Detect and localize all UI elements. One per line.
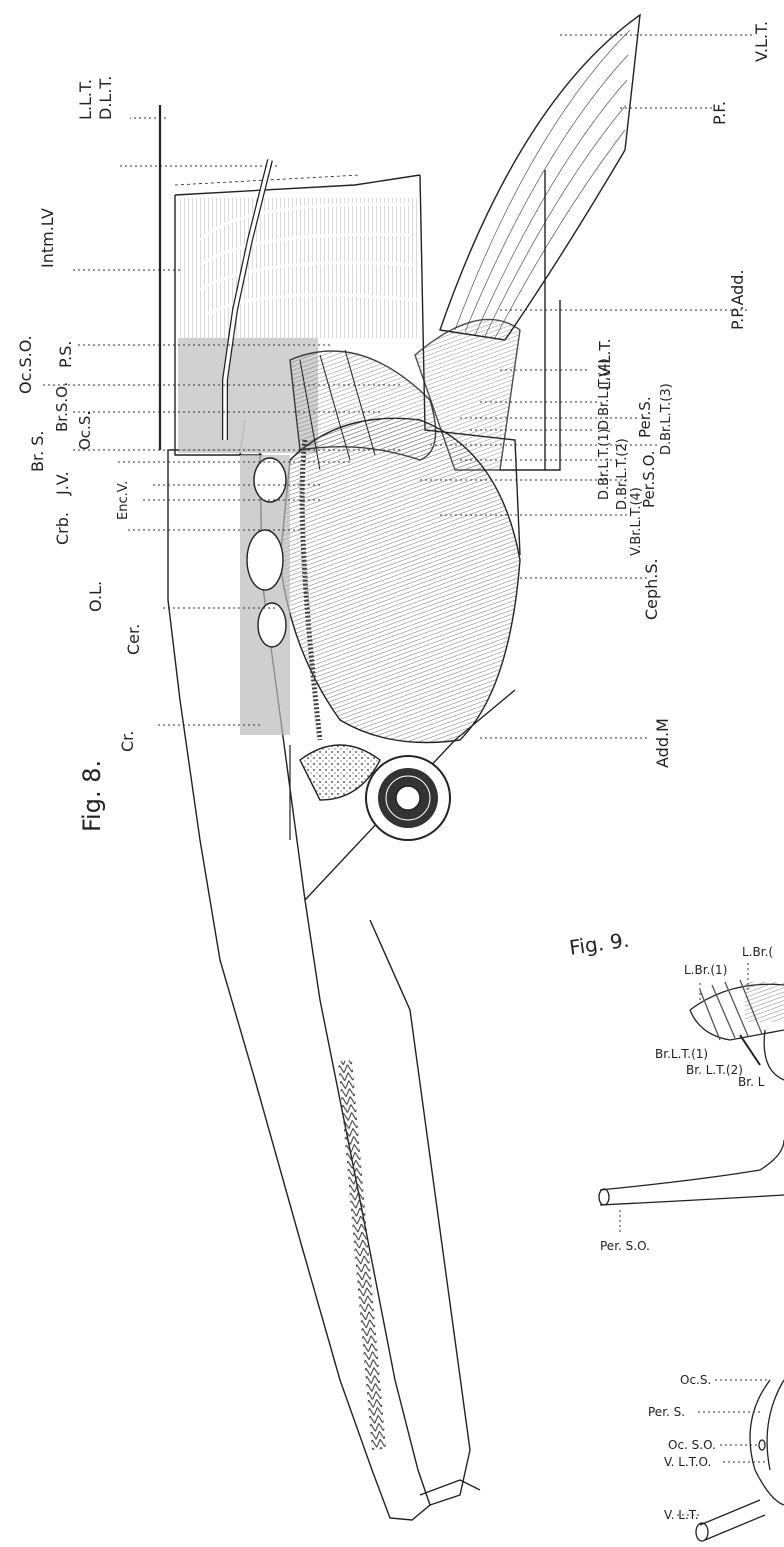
label-vbrlt4: V.Br.L.T.(4) [630,487,643,556]
label-dbrlt1: D.Br.L.T.(1) [598,428,611,500]
label-vlt-top: V.L.T. [754,21,770,62]
label-addm: Add.M [655,718,671,768]
label-encv: Enc.V. [117,481,130,520]
label-brlt1: Br.L.T.(1) [655,1048,708,1060]
label-pp-add: P.P.Add. [730,269,746,330]
label-dbrlt3: D.Br.L.T.(3) [660,383,673,455]
label-fig9-perso: Per. S.O. [600,1240,650,1252]
label-pf: P.F. [712,101,728,125]
label-ocs: Oc.S. [78,411,93,450]
label-brlt2: Br. L.T.(2) [686,1064,743,1076]
label-brs: Br. S. [30,431,46,473]
myotome-block [178,198,418,338]
label-ol: O.L. [88,581,104,612]
label-dbrlt4: D.Br.L.T.(4) [598,358,611,430]
label-intm-lv: Intm.LV [40,208,56,268]
fig8-caption: Fig. 8. [80,760,104,832]
label-crb: Crb. [55,512,71,545]
label-fig9-pers: Per. S. [648,1406,685,1418]
label-perso: Per.S.O. [642,450,657,508]
label-brl: Br. L [738,1076,764,1088]
label-fig9-vlto: V. L.T.O. [664,1456,711,1468]
cerebellum [247,530,283,590]
label-cer: Cer. [126,624,142,655]
label-fig9-ocso: Oc. S.O. [668,1439,716,1451]
label-dbrlt2: D.Br.L.T.(2) [616,438,629,510]
fig8-drawing [160,15,640,1520]
label-fig9-vlt: V. L.T. [664,1509,699,1521]
label-dlt: D.L.T. [98,76,114,120]
label-lbr1: L.Br.(1) [684,964,727,976]
label-cr: Cr. [120,731,136,752]
label-jv: J.V. [55,471,71,495]
label-cephs: Ceph.S. [644,558,660,620]
label-fig9-ocs: Oc.S. [680,1374,711,1386]
label-brso: Br.S.O. [55,382,70,432]
label-lbr2: L.Br.( [742,946,773,958]
label-ocso: Oc.S.O. [18,335,34,394]
label-pers: Per.S. [638,396,653,438]
tooth-row [338,1060,386,1450]
label-ps: P.S. [58,341,74,368]
label-llt: L.L.T. [78,79,94,120]
